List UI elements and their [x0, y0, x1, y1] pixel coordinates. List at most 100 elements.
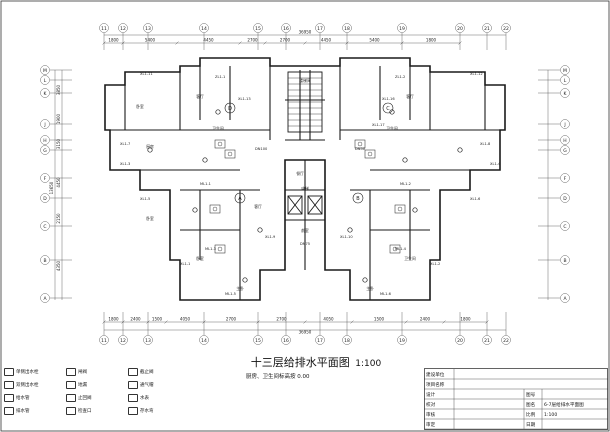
axis-bubble: [455, 23, 465, 33]
room-label: 客厅: [254, 204, 262, 209]
dim-label: 4050: [323, 317, 334, 322]
pipe-riser: [242, 277, 248, 283]
title-block-cell: 审核: [426, 411, 436, 418]
dim-tick: [404, 320, 408, 324]
dim-label: 5400: [369, 38, 380, 43]
axis-bubble: [40, 65, 50, 75]
axis-bubble: [482, 23, 492, 33]
cleanout-icon: [66, 407, 76, 415]
dim-label: 4450: [321, 38, 332, 43]
pipe-tag: DN75: [300, 242, 310, 246]
room-label: 客厅: [406, 94, 414, 99]
axis-bubble: [99, 335, 109, 345]
dim-tick: [202, 320, 206, 324]
title-block-cell: 图号: [526, 392, 536, 398]
dim-tick: [102, 41, 106, 45]
axis-label: A: [563, 296, 567, 302]
fixture-drain: [397, 206, 403, 212]
dim-label: 1500: [152, 317, 163, 322]
axis-bubble: [40, 221, 50, 231]
title-block-cell: 6-7层给排水平面图: [544, 401, 584, 408]
drain-icon: [4, 407, 14, 415]
elevator-shaft: [307, 195, 323, 215]
pipe-tag: ML1-4: [395, 247, 407, 251]
pipe-tag: XL1-12: [470, 72, 483, 76]
left-total-label: 13650: [49, 181, 54, 194]
top-total-label: 36950: [299, 30, 312, 35]
axis-bubble: [118, 335, 128, 345]
pipe-tag: XL1-1: [180, 262, 190, 266]
pipe-tag: XL1-16: [382, 97, 395, 101]
room-label: 厨房: [146, 144, 154, 149]
title-block-cell: 1:100: [544, 412, 557, 418]
stairwell: [287, 71, 323, 133]
fixture-drain: [217, 141, 223, 147]
fixture: [394, 204, 406, 214]
title-block-cell: 比例: [526, 411, 536, 418]
fixture: [364, 149, 376, 159]
pipe-tag: XL1-2: [430, 262, 440, 266]
unit-label: A: [238, 196, 242, 202]
axis-bubble: [397, 335, 407, 345]
axis-label: 19: [399, 26, 405, 32]
axis-bubble: [560, 145, 570, 155]
axis-bubble: [560, 65, 570, 75]
room-label: 主卧: [236, 286, 244, 291]
axis-bubble: [40, 293, 50, 303]
drawing-title-text: 十三层给排水平面图: [250, 356, 350, 369]
axis-label: F: [564, 176, 567, 182]
pipe-tag: DN50: [355, 147, 366, 151]
fixture-drain: [367, 151, 373, 157]
floor-drain-icon: [66, 381, 76, 389]
axis-bubble: [397, 23, 407, 33]
dim-tick: [350, 320, 354, 324]
axis-bubble: [143, 335, 153, 345]
dim-tick: [121, 41, 125, 45]
axis-label: A: [43, 296, 47, 302]
unit-label: B: [356, 196, 360, 202]
axis-bubble: [455, 335, 465, 345]
legend-label: 存水弯: [140, 409, 154, 414]
dim-tick: [303, 41, 307, 45]
axis-label: H: [563, 138, 566, 144]
room-label: 卧室: [146, 216, 154, 221]
axis-label: 16: [283, 338, 289, 344]
dim-label: 4050: [180, 317, 191, 322]
legend-item: 水表: [128, 394, 149, 402]
axis-label: B: [43, 258, 46, 264]
axis-label: 21: [484, 338, 490, 344]
axis-label: 15: [255, 26, 261, 32]
legend-item: 单侧出水栓: [4, 368, 39, 376]
axis-label: 22: [503, 338, 509, 344]
axis-label: L: [564, 78, 567, 84]
axis-bubble: [560, 135, 570, 145]
legend-label: 给水管: [16, 396, 30, 401]
axis-bubble: [40, 255, 50, 265]
axis-label: 17: [317, 338, 323, 344]
pipe-tag: XL1-10: [340, 235, 353, 239]
pipe-tag: XL1-9: [265, 235, 276, 239]
axis-label: 21: [484, 26, 490, 32]
title-block-cell: 建设单位: [426, 371, 445, 378]
drawing-subtitle: 厨房、卫生间标高按 0.00: [246, 374, 310, 380]
fixture-drain: [227, 151, 233, 157]
pipe-tag: XL1-17: [372, 123, 385, 127]
axis-label: 19: [399, 338, 405, 344]
legend-label: 闸阀: [78, 370, 87, 375]
axis-label: 16: [283, 26, 289, 32]
unit-label: C: [386, 106, 390, 112]
axis-bubble: [560, 173, 570, 183]
pipe-riser: [457, 147, 463, 153]
legend-item: 排水管: [4, 407, 30, 415]
dim-tick: [121, 320, 125, 324]
room-label: 卧室: [136, 104, 144, 109]
dim-label: 1500: [374, 317, 385, 322]
axis-label: L: [44, 78, 47, 84]
legend-label: 单侧出水栓: [16, 370, 39, 375]
axis-label: 15: [255, 338, 261, 344]
axis-label: 14: [201, 26, 207, 32]
axis-label: B: [563, 258, 566, 264]
axis-bubble: [118, 23, 128, 33]
